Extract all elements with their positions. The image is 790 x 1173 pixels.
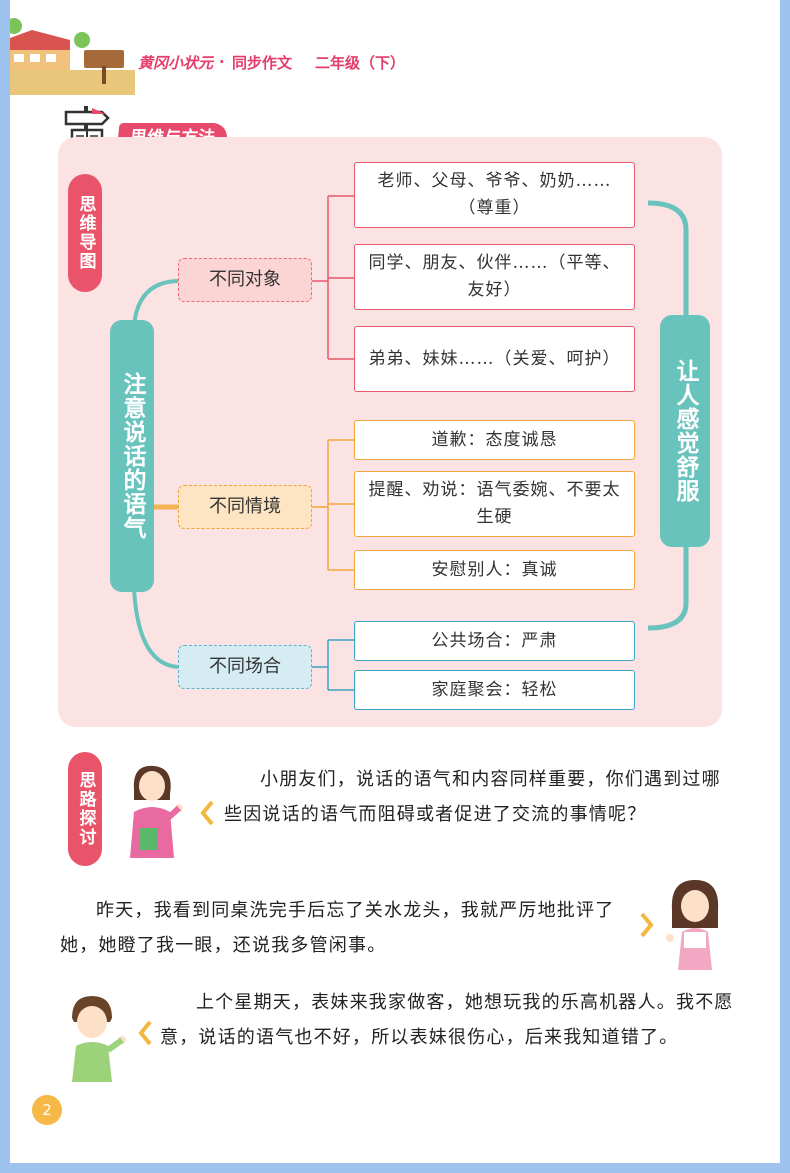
mindmap-tag: 思维导图 — [68, 174, 102, 292]
page-number: 2 — [32, 1095, 62, 1125]
girl-speech: 昨天，我看到同桌洗完手后忘了关水龙头，我就严厉地批评了她，她瞪了我一眼，还说我多… — [60, 900, 615, 956]
discussion-tag: 思路探讨 — [68, 752, 102, 866]
teacher-speech: 小朋友们，说话的语气和内容同样重要，你们遇到过哪些因说话的语气而阻碍或者促进了交… — [224, 769, 721, 825]
mindmap-conclusion: 让人感觉舒服 — [660, 315, 710, 547]
page-header: 黄冈小状元 · 同步作文 二年级（下） — [10, 0, 780, 95]
boy-speech: 上个星期天，表妹来我家做客，她想玩我的乐高机器人。我不愿意，说话的语气也不好，所… — [160, 992, 734, 1048]
category-situations: 不同情境 — [178, 485, 312, 529]
branch-box: 弟弟、妹妹……（关爱、呵护） — [354, 326, 635, 392]
speech-chevron-icon — [138, 1020, 152, 1046]
speech-chevron-icon — [200, 800, 214, 826]
branch-box: 道歉：态度诚恳 — [354, 420, 635, 460]
category-objects: 不同对象 — [178, 258, 312, 302]
school-illustration — [10, 0, 140, 95]
separator-dot: · — [219, 53, 225, 71]
branch-box: 同学、朋友、伙伴……（平等、友好） — [354, 244, 635, 310]
series-title: 同步作文 — [232, 54, 293, 72]
branch-box: 安慰别人：真诚 — [354, 550, 635, 590]
branch-box: 家庭聚会：轻松 — [354, 670, 635, 710]
brand-name: 黄冈小状元 — [138, 54, 214, 72]
page: 黄冈小状元 · 同步作文 二年级（下） 思维与方法 — [10, 0, 780, 1163]
branch-box: 公共场合：严肃 — [354, 621, 635, 661]
speech-chevron-icon — [640, 912, 654, 938]
teacher-illustration — [130, 765, 183, 858]
category-occasions: 不同场合 — [178, 645, 312, 689]
boy-illustration — [72, 996, 126, 1082]
mindmap-center-topic: 注意说话的语气 — [110, 320, 154, 592]
branch-box: 老师、父母、爷爷、奶奶……（尊重） — [354, 162, 635, 228]
grade-label: 二年级（下） — [315, 54, 406, 72]
branch-box: 提醒、劝说：语气委婉、不要太生硬 — [354, 471, 635, 537]
girl-illustration — [666, 880, 719, 970]
